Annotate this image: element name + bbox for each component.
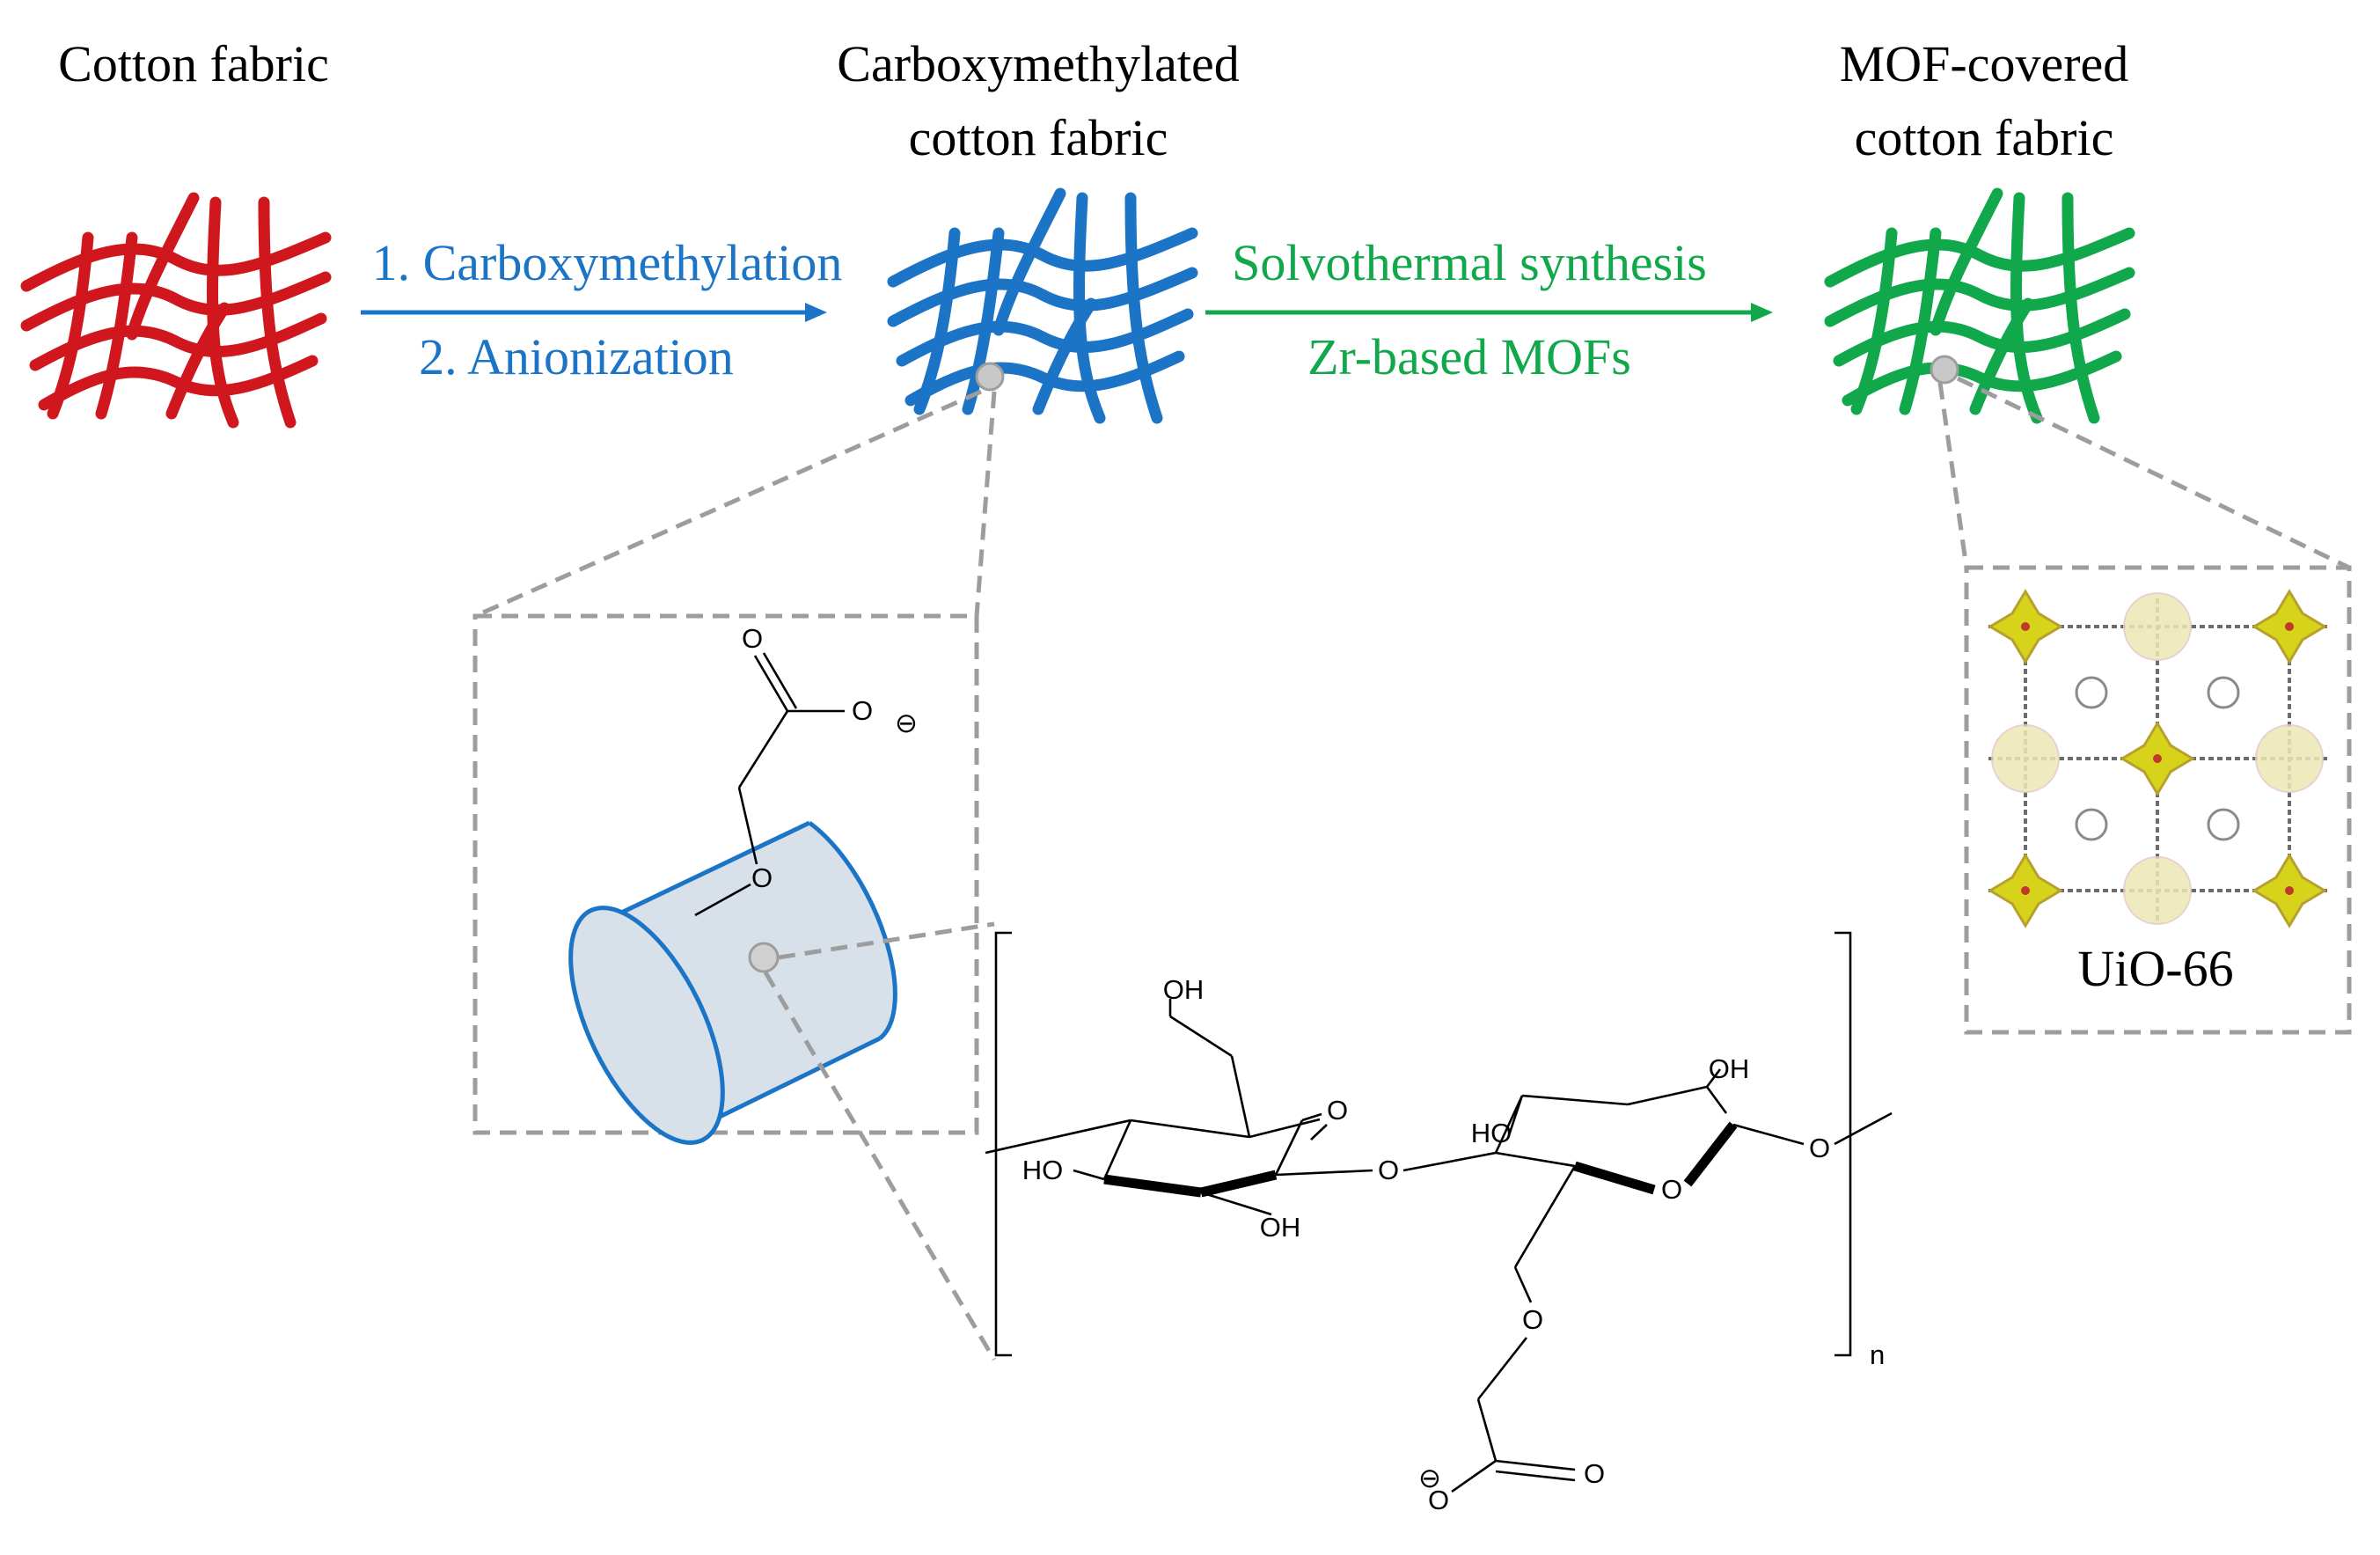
ring2-ho-label: HO — [1471, 1118, 1512, 1148]
step-2-arrowhead — [1751, 303, 1773, 322]
zoom-line-chain-2 — [763, 971, 997, 1361]
ring1-ho-label: HO — [1022, 1155, 1064, 1185]
fiber-cylinder — [568, 820, 897, 1145]
stage-2-title-line2: cotton fabric — [909, 109, 1168, 166]
cylinder-carboxymethyl-group: O O O ⊖ — [694, 623, 918, 917]
zoom-point-chain — [748, 942, 780, 973]
cyl-carboxylate-oxygen: O — [852, 695, 873, 726]
ring2-carbonyl-oxygen: O — [1584, 1458, 1605, 1489]
repeat-subscript: n — [1870, 1339, 1885, 1370]
ring1-oh-label: OH — [1260, 1212, 1301, 1243]
mof-covered-fabric-icon — [1830, 194, 2129, 418]
ring2-oh-label: OH — [1709, 1053, 1750, 1084]
ring2-ether-oxygen: O — [1522, 1304, 1543, 1335]
cellulose-repeat-unit: n O OH HO OH O O O — [985, 931, 1893, 1515]
zoom-point-fiber — [975, 362, 1005, 392]
zoom-point-mof — [1930, 355, 1959, 385]
fiber-zoom-box — [472, 613, 979, 1135]
ring2-link-oxygen: O — [1809, 1133, 1830, 1163]
zoom-line-right-1 — [1937, 382, 1969, 568]
zoom-line-left-1 — [473, 389, 983, 619]
ring1-ch2oh-label: OH — [1163, 974, 1205, 1005]
zoom-line-chain-1 — [778, 921, 995, 960]
step-1-line2: 2. Anionization — [419, 328, 734, 385]
cyl-ether-oxygen: O — [751, 862, 773, 893]
ring2-carboxylate-oxygen: O — [1428, 1485, 1449, 1515]
glycosidic-oxygen: O — [1378, 1155, 1399, 1185]
stage-1-title: Cotton fabric — [58, 35, 329, 92]
cotton-fabric-icon — [26, 198, 326, 422]
right-bracket — [1834, 931, 1852, 1357]
stage-3-title-line1: MOF-covered — [1840, 35, 2129, 92]
step-2-line2: Zr-based MOFs — [1307, 328, 1631, 385]
step-1-arrowhead — [805, 303, 827, 322]
mof-label: UiO-66 — [2077, 940, 2233, 997]
cyl-negative-charge: ⊖ — [895, 708, 918, 738]
stage-2-title-line1: Carboxymethylated — [837, 35, 1239, 92]
mof-zoom-box — [1964, 565, 2352, 1035]
carboxymethylated-fabric-icon — [893, 194, 1192, 418]
ring2-negative-charge: ⊖ — [1418, 1463, 1441, 1493]
step-1-line1: 1. Carboxymethylation — [372, 234, 843, 291]
zoom-line-left-2 — [974, 391, 997, 617]
cyl-carbonyl-oxygen: O — [742, 623, 763, 654]
left-bracket — [994, 931, 1012, 1357]
ring2-oxygen: O — [1661, 1174, 1682, 1205]
ring1-oxygen: O — [1327, 1095, 1348, 1126]
step-2-line1: Solvothermal synthesis — [1232, 234, 1707, 291]
zoom-line-right-2 — [1956, 376, 2351, 570]
stage-3-title-line2: cotton fabric — [1855, 109, 2114, 166]
uio66-lattice — [1988, 589, 2327, 928]
